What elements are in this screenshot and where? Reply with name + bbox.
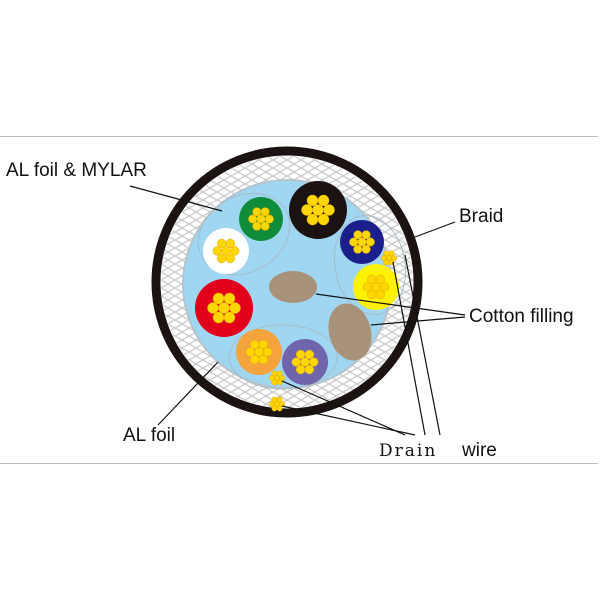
strand bbox=[256, 214, 266, 224]
strand bbox=[361, 230, 371, 240]
strand bbox=[349, 237, 359, 247]
strand bbox=[353, 244, 363, 254]
strand bbox=[317, 194, 330, 207]
drain-wire bbox=[380, 250, 398, 266]
strand bbox=[258, 339, 268, 350]
strand bbox=[371, 282, 381, 292]
strand bbox=[271, 379, 278, 386]
drain-wire bbox=[268, 396, 286, 412]
conductor-green bbox=[239, 197, 283, 241]
strand bbox=[217, 238, 227, 249]
strand bbox=[291, 357, 301, 367]
strand bbox=[260, 207, 270, 217]
strand bbox=[383, 250, 390, 257]
strand bbox=[212, 311, 225, 324]
diagram-frame bbox=[0, 136, 598, 464]
strand bbox=[248, 214, 258, 224]
strand bbox=[263, 347, 273, 357]
label-wire: wire bbox=[462, 440, 497, 461]
strand bbox=[296, 349, 306, 360]
strand bbox=[391, 255, 398, 261]
strand bbox=[383, 259, 390, 266]
strand bbox=[260, 221, 270, 231]
strand bbox=[271, 396, 278, 403]
strand bbox=[361, 244, 371, 254]
strand bbox=[268, 401, 275, 407]
strand bbox=[367, 289, 377, 300]
strand bbox=[207, 302, 219, 314]
strand bbox=[353, 230, 363, 240]
strand bbox=[250, 339, 260, 350]
strand bbox=[223, 292, 236, 305]
conductor-yellow bbox=[353, 264, 399, 310]
strand bbox=[276, 370, 283, 377]
cotton-filling bbox=[328, 303, 372, 361]
strand bbox=[375, 274, 385, 285]
strand bbox=[306, 194, 319, 207]
cotton-filling bbox=[269, 271, 317, 303]
strand bbox=[250, 354, 260, 365]
strand bbox=[276, 396, 283, 403]
strand bbox=[217, 253, 227, 264]
strand bbox=[245, 347, 255, 357]
strand bbox=[223, 311, 236, 324]
strand bbox=[264, 214, 274, 224]
strand bbox=[258, 354, 268, 365]
conductor-red bbox=[195, 279, 253, 337]
strand bbox=[252, 207, 262, 217]
strand bbox=[276, 405, 283, 412]
strand bbox=[218, 302, 230, 314]
strand bbox=[296, 364, 306, 375]
strand bbox=[212, 246, 222, 256]
strand bbox=[388, 250, 395, 257]
label-braid: Braid bbox=[459, 206, 504, 227]
strand bbox=[309, 357, 319, 367]
pair-foil bbox=[197, 192, 291, 276]
label-cotton-filling: Cotton filling bbox=[469, 306, 574, 327]
pair-foil bbox=[333, 214, 407, 316]
strand bbox=[276, 379, 283, 386]
strand bbox=[367, 274, 377, 285]
strand bbox=[306, 213, 319, 226]
strand bbox=[317, 213, 330, 226]
strand bbox=[212, 292, 225, 305]
conductor-black bbox=[289, 181, 347, 239]
strand bbox=[300, 357, 310, 367]
strand bbox=[230, 246, 240, 256]
strand bbox=[323, 204, 335, 216]
strand bbox=[375, 289, 385, 300]
strand bbox=[312, 204, 324, 216]
label-drain: Drain bbox=[379, 441, 438, 461]
conductor-purple bbox=[282, 339, 328, 385]
label-al-foil: AL foil bbox=[123, 425, 176, 446]
strand bbox=[365, 237, 375, 247]
strand bbox=[271, 370, 278, 377]
pair-foil bbox=[228, 324, 338, 390]
strand bbox=[268, 375, 275, 381]
strand bbox=[357, 237, 367, 247]
conductor-blue bbox=[340, 220, 384, 264]
strand bbox=[380, 255, 387, 261]
conductor-white bbox=[203, 228, 249, 274]
strand bbox=[225, 253, 235, 264]
strand bbox=[271, 405, 278, 412]
label-al-foil-mylar: AL foil & MYLAR bbox=[6, 160, 147, 181]
strand bbox=[254, 347, 264, 357]
conductor-orange bbox=[236, 329, 282, 375]
drain-wire bbox=[268, 370, 286, 386]
strand bbox=[362, 282, 372, 292]
strand bbox=[225, 238, 235, 249]
strand bbox=[301, 204, 313, 216]
strand bbox=[252, 221, 262, 231]
strand bbox=[380, 282, 390, 292]
strand bbox=[304, 349, 314, 360]
strand bbox=[221, 246, 231, 256]
strand bbox=[304, 364, 314, 375]
leader-lines bbox=[129, 185, 466, 436]
strand bbox=[229, 302, 241, 314]
